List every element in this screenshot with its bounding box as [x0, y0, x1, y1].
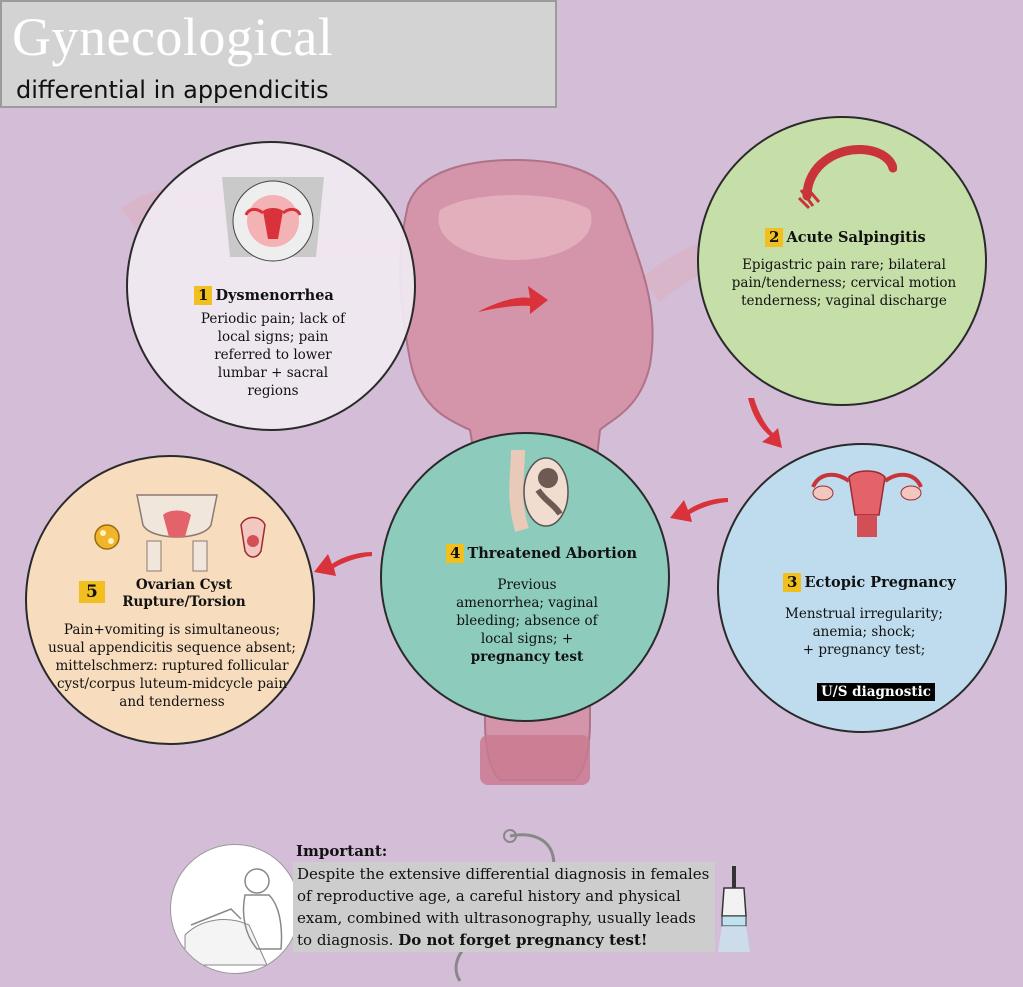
- item-description: Pain+vomiting is simultaneous; usual app…: [48, 622, 296, 710]
- pelvis-ovary-icon: [94, 494, 266, 572]
- item-title: Acute Salpingitis: [786, 229, 926, 246]
- doctor-exam-illustration: [170, 844, 300, 974]
- item-title: Threatened Abortion: [467, 545, 638, 562]
- ultrasound-probe-icon: [718, 866, 750, 952]
- arrow-3-to-4: [670, 498, 728, 522]
- important-heading: Important:: [296, 842, 388, 860]
- fetus-icon: [509, 449, 569, 532]
- title-box: Gynecological differential in appendicit…: [0, 0, 557, 108]
- pelvis-uterus-pain-icon: [222, 177, 324, 262]
- arrow-4-to-5: [314, 552, 372, 576]
- important-box: [293, 862, 715, 952]
- number-badge: 2: [765, 228, 784, 247]
- number-badge: 1: [194, 286, 213, 305]
- item-description: Epigastric pain rare; bilateral pain/ten…: [731, 257, 957, 309]
- circle-ovarian-cyst: 5 Ovarian Cyst Rupture/Torsion Pain+vomi…: [25, 455, 315, 745]
- flow-arrows: [314, 286, 782, 576]
- item-description: Periodic pain; lack of local signs; pain…: [200, 311, 346, 399]
- page-title: Gynecological: [12, 7, 334, 67]
- arrow-1-to-2: [478, 286, 548, 314]
- item-title: Ectopic Pregnancy: [804, 574, 956, 591]
- item-description: Previous amenorrhea; vaginal bleeding; a…: [432, 576, 622, 666]
- fallopian-tube-icon: [797, 145, 897, 210]
- important-emphasis: Do not forget pregnancy test!: [398, 931, 648, 949]
- page-subtitle: differential in appendicitis: [16, 76, 329, 104]
- item-description: Menstrual irregularity; anemia; shock; +…: [785, 606, 943, 658]
- us-diagnostic-label: U/S diagnostic: [817, 683, 935, 701]
- number-badge: 4: [446, 544, 465, 563]
- item-title: Dysmenorrhea: [215, 287, 334, 304]
- important-body: Despite the extensive differential diagn…: [297, 865, 710, 949]
- uterus-ovaries-icon: [811, 470, 923, 537]
- number-badge: 3: [783, 573, 802, 592]
- arrow-2-to-3: [748, 398, 782, 448]
- number-badge: 5: [79, 581, 105, 603]
- item-title: Ovarian Cyst Rupture/Torsion: [122, 577, 246, 610]
- pregnancy-test-emphasis: pregnancy test: [470, 649, 584, 665]
